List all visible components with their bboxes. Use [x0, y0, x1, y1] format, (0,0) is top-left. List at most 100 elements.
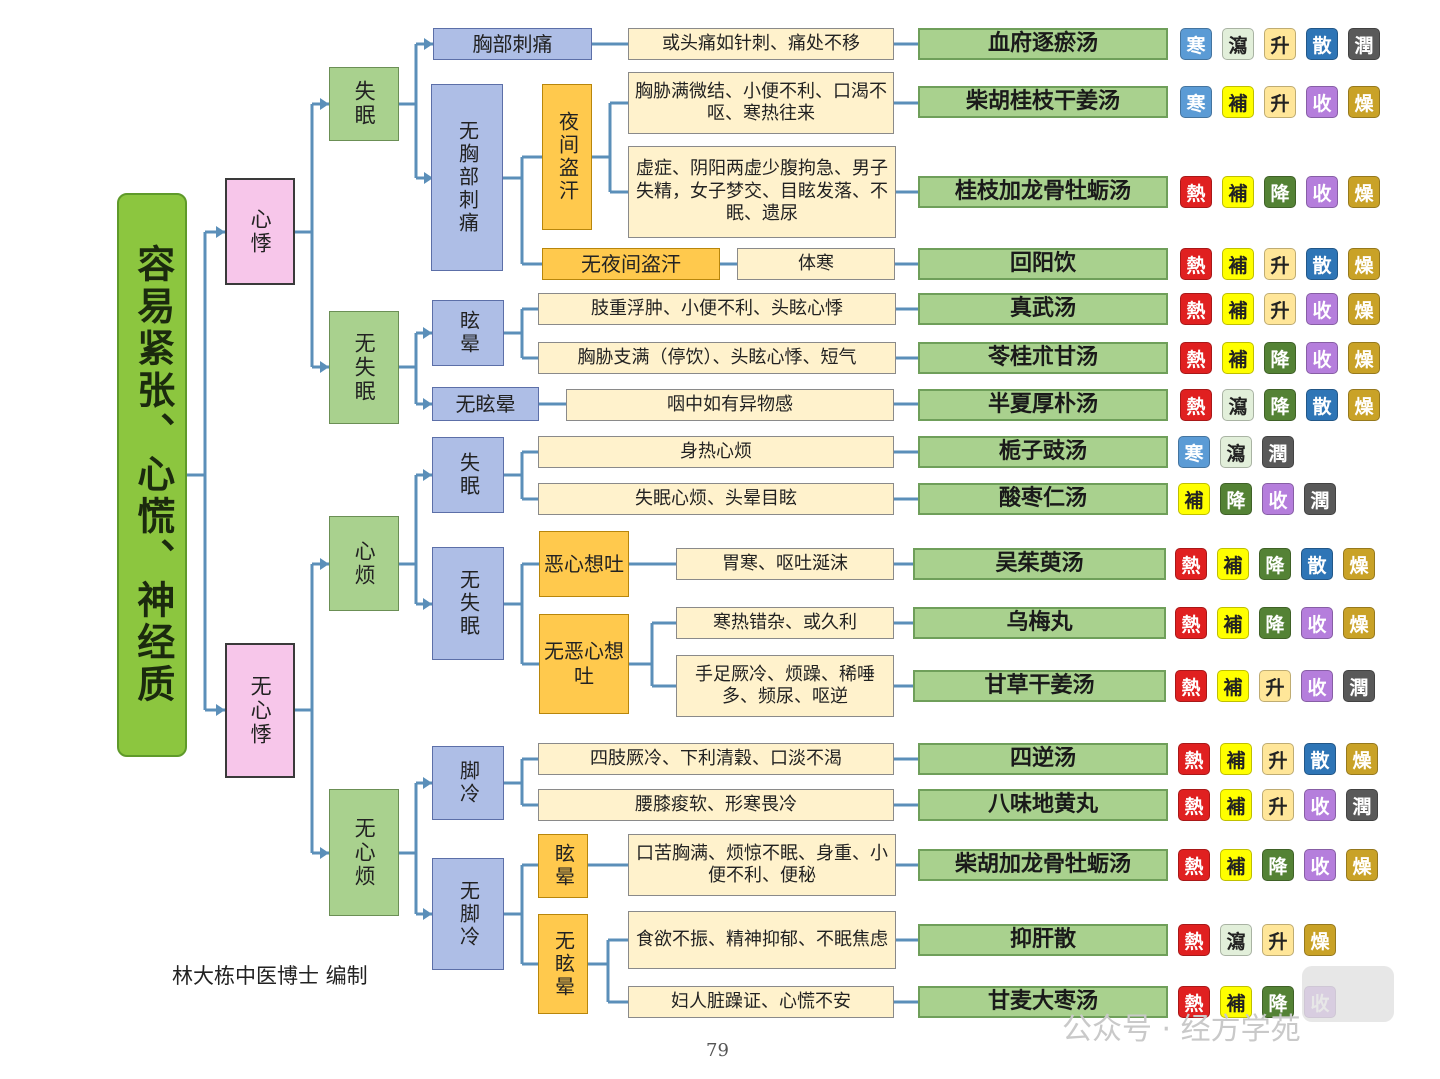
symptom-box: 咽中如有异物感	[566, 389, 894, 421]
property-tag: 收	[1301, 670, 1333, 702]
property-tag: 潤	[1343, 670, 1375, 702]
formula-box: 吴茱萸汤	[913, 548, 1166, 580]
formula-box: 苓桂朮甘汤	[918, 342, 1168, 374]
watermark-logo-icon	[1302, 966, 1394, 1022]
property-tag: 燥	[1348, 176, 1380, 208]
node-no-night-sweat: 无夜间盗汗	[542, 248, 720, 280]
property-tag: 升	[1264, 28, 1296, 60]
arrow-head	[320, 98, 329, 110]
page-number: 79	[706, 1040, 729, 1061]
node-night-sweat: 夜间盗汗	[542, 84, 592, 230]
arrow-head	[423, 908, 432, 920]
node-irritability: 心烦	[329, 516, 399, 611]
property-tag: 降	[1264, 176, 1296, 208]
property-tag: 升	[1264, 293, 1296, 325]
formula-box: 半夏厚朴汤	[918, 389, 1168, 421]
property-tag: 降	[1264, 389, 1296, 421]
property-tag: 熱	[1178, 849, 1210, 881]
formula-box: 酸枣仁汤	[918, 483, 1168, 515]
symptom-box: 四肢厥冷、下利清穀、口淡不渴	[538, 743, 894, 775]
symptom-box: 虚症、阴阳两虚少腹拘急、男子失精，女子梦交、目眩发落、不眠、遗尿	[628, 146, 896, 238]
formula-box: 甘草干姜汤	[913, 670, 1166, 702]
symptom-box: 手足厥冷、烦躁、稀唾多、频尿、呕逆	[676, 655, 894, 717]
symptom-box: 失眠心烦、头晕目眩	[538, 483, 894, 515]
property-tag: 降	[1262, 986, 1294, 1018]
property-tag: 熱	[1175, 670, 1207, 702]
arrow-head	[423, 469, 432, 481]
property-tag: 燥	[1346, 849, 1378, 881]
node-chest-pain: 胸部刺痛	[433, 28, 592, 60]
formula-box: 抑肝散	[918, 924, 1168, 956]
property-tag: 收	[1304, 789, 1336, 821]
node-no-dizziness: 无眩晕	[432, 387, 539, 421]
symptom-box: 或头痛如针刺、痛处不移	[628, 28, 894, 60]
property-tag: 補	[1178, 483, 1210, 515]
node-no-nausea: 无恶心想吐	[539, 614, 629, 714]
property-tag: 補	[1217, 670, 1249, 702]
symptom-box: 肢重浮肿、小便不利、头眩心悸	[538, 293, 896, 325]
property-tag: 燥	[1304, 924, 1336, 956]
property-tag: 補	[1220, 986, 1252, 1018]
arrow-head	[423, 777, 432, 789]
property-tag: 收	[1306, 86, 1338, 118]
property-tag: 瀉	[1222, 28, 1254, 60]
node-no-insomnia-2: 无失眠	[432, 547, 504, 660]
node-insomnia: 失眠	[329, 67, 399, 141]
property-tag: 熱	[1178, 924, 1210, 956]
arrow-head	[423, 598, 432, 610]
node-no-dizziness-2: 无眩晕	[538, 914, 588, 1014]
property-tag: 降	[1259, 607, 1291, 639]
property-tag: 補	[1222, 248, 1254, 280]
property-tag: 潤	[1346, 789, 1378, 821]
node-dizziness: 眩晕	[432, 300, 504, 366]
symptom-box: 妇人脏躁证、心慌不安	[628, 986, 894, 1018]
formula-box: 八味地黄丸	[918, 789, 1168, 821]
formula-box: 甘麦大枣汤	[918, 986, 1168, 1018]
property-tag: 熱	[1175, 607, 1207, 639]
property-tag: 補	[1222, 293, 1254, 325]
property-tag: 補	[1220, 743, 1252, 775]
property-tag: 燥	[1346, 743, 1378, 775]
property-tag: 瀉	[1222, 389, 1254, 421]
property-tag: 升	[1264, 86, 1296, 118]
arrow-head	[320, 361, 329, 373]
symptom-box: 胸胁满微结、小便不利、口渴不呕、寒热往来	[628, 72, 894, 134]
formula-box: 血府逐瘀汤	[918, 28, 1168, 60]
property-tag: 收	[1304, 849, 1336, 881]
property-tag: 升	[1259, 670, 1291, 702]
arrow-head	[216, 226, 225, 238]
property-tag: 熱	[1180, 293, 1212, 325]
arrow-head	[424, 38, 433, 50]
symptom-box: 寒热错杂、或久利	[676, 607, 894, 639]
property-tag: 收	[1301, 607, 1333, 639]
property-tag: 寒	[1180, 28, 1212, 60]
arrow-head	[320, 847, 329, 859]
property-tag: 升	[1264, 248, 1296, 280]
node-no-chest-pain: 无胸部刺痛	[431, 84, 503, 271]
formula-box: 栀子豉汤	[918, 436, 1168, 468]
property-tag: 補	[1222, 86, 1254, 118]
property-tag: 燥	[1348, 389, 1380, 421]
arrow-head	[423, 398, 432, 410]
node-no-cold-feet: 无脚冷	[432, 858, 504, 970]
node-dizziness-2: 眩晕	[538, 834, 588, 898]
formula-box: 乌梅丸	[913, 607, 1166, 639]
symptom-box: 胸胁支满（停饮）、头眩心悸、短气	[538, 342, 896, 374]
property-tag: 潤	[1304, 483, 1336, 515]
property-tag: 補	[1220, 789, 1252, 821]
property-tag: 收	[1306, 342, 1338, 374]
property-tag: 降	[1264, 342, 1296, 374]
property-tag: 收	[1306, 293, 1338, 325]
property-tag: 熱	[1180, 342, 1212, 374]
property-tag: 散	[1306, 28, 1338, 60]
author-credit: 林大栋中医博士 编制	[172, 964, 368, 988]
property-tag: 散	[1306, 389, 1338, 421]
node-cold-feet: 脚冷	[432, 746, 504, 820]
property-tag: 熱	[1180, 248, 1212, 280]
formula-box: 四逆汤	[918, 743, 1168, 775]
symptom-box: 胃寒、呕吐涎沫	[676, 548, 894, 580]
node-no-palpitation: 无心悸	[225, 643, 295, 778]
node-nausea: 恶心想吐	[539, 531, 629, 597]
